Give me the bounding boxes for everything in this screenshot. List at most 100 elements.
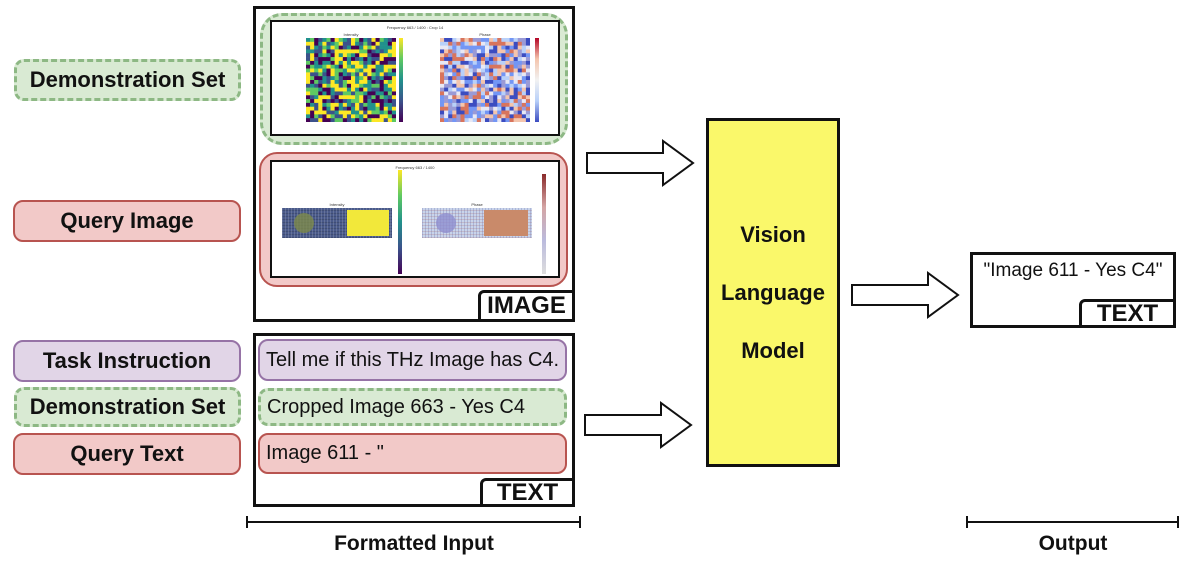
heatmap-cell [468,80,474,85]
heatmap-cell [346,87,352,92]
heatmap-cell [322,80,327,85]
heatmap-cell [468,83,474,88]
heatmap-cell [501,53,506,58]
heatmap-cell [371,60,376,66]
heatmap-cell [440,45,445,50]
heatmap-cell [452,110,457,115]
heatmap-cell [501,80,506,85]
heatmap-cell [501,95,506,100]
heatmap-cell [342,106,348,111]
heatmap-cell [480,87,486,92]
arrow-image-to-model [586,139,695,187]
heatmap-cell [464,118,469,122]
heatmap-cell [460,68,465,73]
heatmap-cell [391,38,396,43]
heatmap-cell [517,106,523,111]
heatmap-cell [505,106,510,111]
query-phase-sample-right [484,210,528,236]
heatmap-cell [505,64,510,69]
heatmap-cell [513,53,519,58]
heatmap-cell [355,110,360,115]
heatmap-cell [326,102,331,108]
heatmap-cell [521,102,527,108]
heatmap-cell [497,87,502,92]
heatmap-cell [379,53,385,58]
heatmap-cell [330,95,335,100]
heatmap-cell [383,114,389,119]
heatmap-cell [501,41,506,46]
heatmap-cell [375,68,380,73]
heatmap-cell [359,95,364,100]
heatmap-cell [326,49,331,54]
output-caption: Output [1038,532,1108,555]
heatmap-cell [310,41,315,46]
heatmap-cell [468,49,474,54]
heatmap-cell [371,118,376,122]
heatmap-cell [493,106,498,111]
heatmap-cell [306,87,311,92]
heatmap-cell [444,53,449,58]
heatmap-cell [318,102,323,108]
heatmap-cell [440,76,445,81]
heatmap-cell [326,57,331,62]
heatmap-cell [330,87,335,92]
input-bracket [246,516,581,528]
heatmap-cell [306,110,311,115]
heatmap-cell [476,102,482,108]
heatmap-cell [513,95,519,100]
heatmap-cell [501,91,506,96]
heatmap-cell [306,91,311,96]
query-intensity-sample-left [294,213,314,233]
heatmap-cell [489,68,494,73]
heatmap-cell [346,118,352,122]
heatmap-cell [460,49,465,54]
heatmap-cell [334,102,340,108]
heatmap-cell [375,45,380,50]
heatmap-cell [346,110,352,115]
heatmap-cell [330,38,335,43]
heatmap-cell [334,38,340,43]
heatmap-cell [501,118,506,122]
heatmap-cell [521,72,527,77]
heatmap-cell [505,95,510,100]
heatmap-cell [480,57,486,62]
heatmap-cell [525,57,530,62]
heatmap-cell [448,110,453,115]
heatmap-cell [476,38,482,43]
heatmap-cell [342,87,348,92]
heatmap-cell [322,95,327,100]
heatmap-cell [387,114,393,119]
heatmap-cell [517,76,523,81]
heatmap-cell [460,87,465,92]
output-text: "Image 611 - Yes C4" [983,260,1163,281]
heatmap-cell [359,110,364,115]
heatmap-cell [322,76,327,81]
heatmap-cell [501,114,506,119]
heatmap-cell [367,114,372,119]
heatmap-cell [472,41,478,46]
heatmap-cell [355,60,360,66]
heatmap-cell [509,45,514,50]
heatmap-cell [517,114,523,119]
heatmap-cell [448,102,453,108]
heatmap-cell [452,68,457,73]
heatmap-cell [505,60,510,66]
heatmap-cell [355,102,360,108]
heatmap-cell [521,57,527,62]
heatmap-cell [367,95,372,100]
heatmap-cell [355,95,360,100]
heatmap-cell [525,41,530,46]
heatmap-cell [310,118,315,122]
heatmap-cell [379,57,385,62]
heatmap-cell [367,68,372,73]
heatmap-cell [359,83,364,88]
heatmap-cell [489,114,494,119]
heatmap-cell [306,76,311,81]
heatmap-cell [501,76,506,81]
heatmap-cell [440,60,445,66]
heatmap-cell [521,60,527,66]
heatmap-cell [330,49,335,54]
heatmap-cell [351,102,356,108]
heatmap-cell [460,83,465,88]
heatmap-cell [363,41,368,46]
